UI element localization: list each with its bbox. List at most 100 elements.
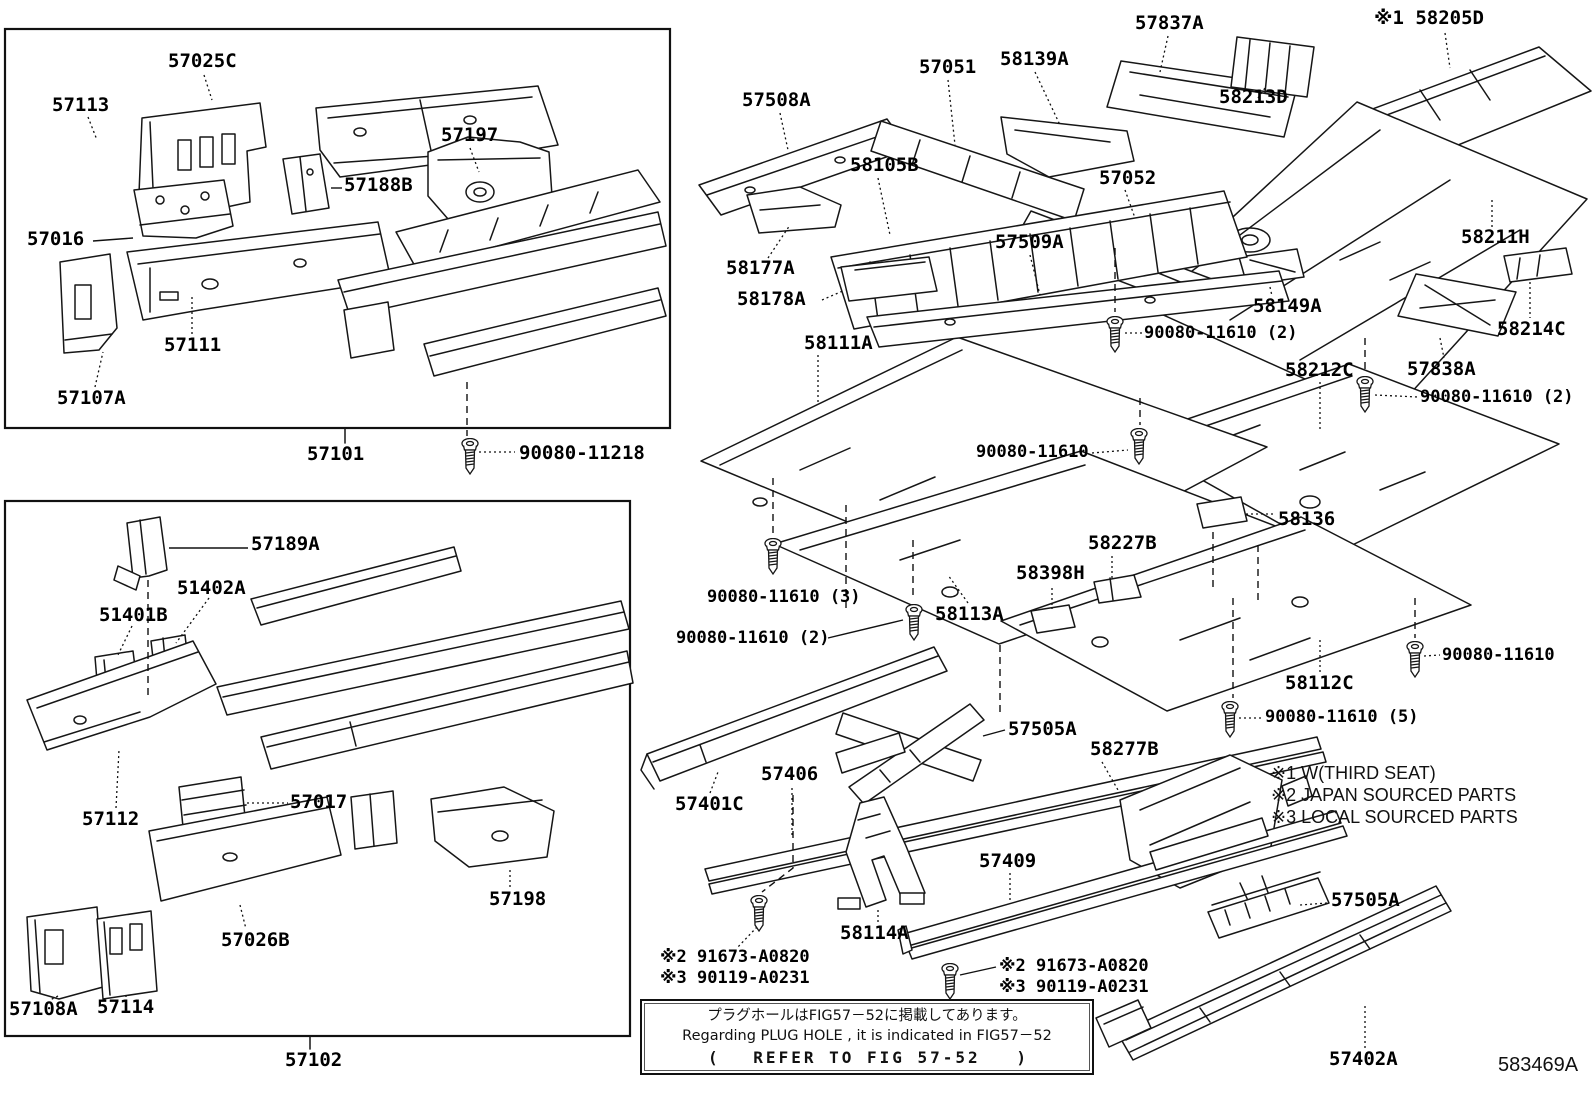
part-label-91673-A0820-l: ※2 91673-A0820 bbox=[660, 947, 810, 967]
part-drawing-57505A-1 bbox=[835, 703, 985, 805]
plug-note-english: Regarding PLUG HOLE , it is indicated in… bbox=[682, 1028, 1052, 1045]
part-drawing-57509A bbox=[866, 270, 1290, 348]
part-label-58105B: 58105B bbox=[850, 154, 919, 176]
part-drawing-57505A-2 bbox=[1149, 817, 1330, 939]
part-drawing-58136 bbox=[1196, 496, 1248, 529]
part-drawing-57838A bbox=[1397, 273, 1517, 337]
bolt-icon bbox=[764, 538, 782, 575]
part-label-57112: 57112 bbox=[82, 808, 140, 830]
part-label-58211H: 58211H bbox=[1461, 226, 1530, 248]
part-drawing-57016 bbox=[133, 179, 234, 239]
part-label-57114: 57114 bbox=[97, 996, 155, 1018]
leader-lines bbox=[49, 32, 1531, 1048]
part-label-57197: 57197 bbox=[441, 124, 499, 146]
part-label-57017: 57017 bbox=[290, 791, 348, 813]
refer-open-paren: ( bbox=[708, 1047, 718, 1067]
part-label-57111: 57111 bbox=[164, 334, 222, 356]
part-label-57188B: 57188B bbox=[344, 174, 413, 196]
part-drawing-bracket-57102 bbox=[350, 790, 398, 850]
refer-text: REFER TO FIG 57-52 bbox=[753, 1047, 981, 1067]
part-drawing-rear-rails-57102 bbox=[216, 546, 634, 770]
part-label-58136: 58136 bbox=[1278, 508, 1336, 530]
part-label-58213D: 58213D bbox=[1219, 86, 1288, 108]
part-label-58139A: 58139A bbox=[1000, 48, 1069, 70]
part-label-57107A: 57107A bbox=[57, 387, 126, 409]
part-label-51401B: 51401B bbox=[99, 604, 168, 626]
part-drawing-57051 bbox=[870, 120, 1085, 222]
part-drawing-57402A bbox=[1095, 885, 1452, 1061]
part-label-90080-11610-5: 90080-11610 (5) bbox=[1265, 707, 1419, 727]
part-label-57025C: 57025C bbox=[168, 50, 237, 72]
part-drawing-57198 bbox=[430, 786, 555, 868]
bolt-icon bbox=[1106, 316, 1124, 353]
bolt-icon bbox=[1406, 641, 1424, 678]
part-label-90119-A0231-l: ※3 90119-A0231 bbox=[660, 968, 810, 988]
figure-code: 583469A bbox=[1498, 1054, 1579, 1076]
part-drawing-58178A bbox=[840, 256, 938, 302]
part-label-57508A: 57508A bbox=[742, 89, 811, 111]
part-drawing-58177A bbox=[746, 186, 842, 234]
legend-note-3: ※3 LOCAL SOURCED PARTS bbox=[1271, 807, 1518, 827]
part-label-58227B: 58227B bbox=[1088, 532, 1157, 554]
part-label-57016: 57016 bbox=[27, 228, 85, 250]
part-label-57837A: 57837A bbox=[1135, 12, 1204, 34]
part-label-57113: 57113 bbox=[52, 94, 110, 116]
part-label-58212C: 58212C bbox=[1285, 359, 1354, 381]
part-label-57509A: 57509A bbox=[995, 231, 1064, 253]
part-drawing-58139A bbox=[1000, 116, 1135, 178]
plug-hole-note-box: プラグホールはFIG57－52に掲載してあります。 Regarding PLUG… bbox=[640, 999, 1094, 1075]
part-label-57051: 57051 bbox=[919, 56, 977, 78]
part-label-58205D: ※1 58205D bbox=[1374, 7, 1484, 29]
part-drawing-57189A bbox=[113, 516, 168, 591]
part-label-57406: 57406 bbox=[761, 763, 819, 785]
part-label-57052: 57052 bbox=[1099, 167, 1157, 189]
part-label-58113A: 58113A bbox=[935, 603, 1004, 625]
plug-note-japanese: プラグホールはFIG57－52に掲載してあります。 bbox=[707, 1007, 1027, 1024]
part-label-58149A: 58149A bbox=[1253, 295, 1322, 317]
part-drawing-58213D bbox=[1230, 36, 1315, 98]
part-label-90080-11610-2b: 90080-11610 (2) bbox=[1420, 387, 1574, 407]
part-label-57402A: 57402A bbox=[1329, 1048, 1398, 1070]
part-label-58277B: 58277B bbox=[1090, 738, 1159, 760]
part-drawing-57112 bbox=[26, 640, 217, 751]
bolt-icon bbox=[461, 438, 479, 475]
part-label-90080-11610-b: 90080-11610 bbox=[1442, 645, 1555, 665]
part-label-57102: 57102 bbox=[285, 1049, 343, 1071]
part-label-90080-11610-3: 90080-11610 (3) bbox=[707, 587, 861, 607]
part-label-57838A: 57838A bbox=[1407, 358, 1476, 380]
part-drawing-57401C bbox=[640, 646, 948, 790]
part-drawing-apron-rails bbox=[337, 169, 667, 377]
part-label-57101: 57101 bbox=[307, 443, 365, 465]
part-drawing-57108A bbox=[26, 906, 104, 1000]
plug-note-refer-line: ( REFER TO FIG 57-52 ) bbox=[642, 1048, 1092, 1067]
part-drawing-57107A bbox=[59, 253, 118, 354]
part-label-58111A: 58111A bbox=[804, 332, 873, 354]
part-label-57505A-2: 57505A bbox=[1331, 889, 1400, 911]
part-label-57189A: 57189A bbox=[251, 533, 320, 555]
part-drawing-57188B bbox=[282, 153, 330, 215]
part-label-58112C: 58112C bbox=[1285, 672, 1354, 694]
refer-close-paren: ) bbox=[1016, 1047, 1026, 1067]
bolt-icon bbox=[1221, 701, 1239, 738]
part-label-90080-11610-2c: 90080-11610 (2) bbox=[676, 628, 830, 648]
part-drawing-57026B bbox=[148, 796, 342, 902]
part-label-57026B: 57026B bbox=[221, 929, 290, 951]
bolt-icon bbox=[905, 604, 923, 641]
part-label-58114A: 58114A bbox=[840, 922, 909, 944]
part-label-90080-11610-a: 90080-11610 bbox=[976, 442, 1089, 462]
part-label-57505A-1: 57505A bbox=[1008, 718, 1077, 740]
legend-note-1: ※1 W(THIRD SEAT) bbox=[1271, 763, 1436, 783]
part-label-57108A: 57108A bbox=[9, 998, 78, 1020]
part-label-90119-A0231-r: ※3 90119-A0231 bbox=[999, 977, 1149, 997]
group-box-57101 bbox=[3, 27, 672, 430]
part-label-57409: 57409 bbox=[979, 850, 1037, 872]
legend-note-2: ※2 JAPAN SOURCED PARTS bbox=[1271, 785, 1517, 805]
part-drawing-58227B bbox=[1093, 574, 1142, 604]
bolt-icon bbox=[750, 895, 768, 932]
part-label-58178A: 58178A bbox=[737, 288, 806, 310]
part-label-58214C: 58214C bbox=[1497, 318, 1566, 340]
part-drawing-58114A bbox=[837, 796, 926, 910]
part-drawing-58214C bbox=[1503, 247, 1573, 283]
